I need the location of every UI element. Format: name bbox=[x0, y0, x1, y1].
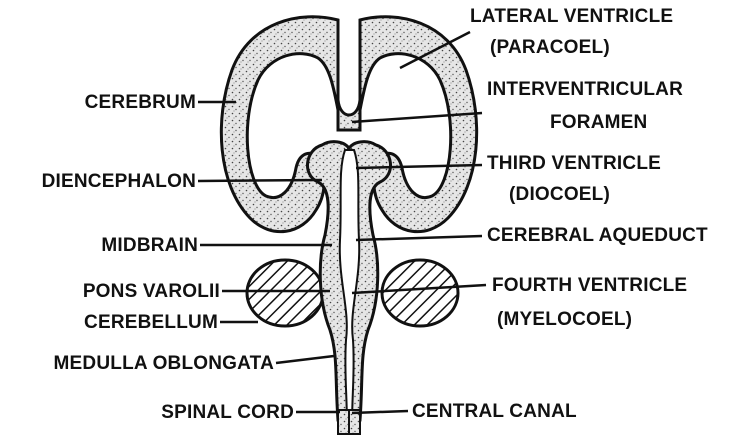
label-foramen: FORAMEN bbox=[550, 113, 647, 132]
right-cerebral-hemisphere bbox=[360, 17, 477, 232]
interventricular-bridge bbox=[338, 100, 360, 130]
label-cerebrum: CEREBRUM bbox=[85, 93, 196, 112]
label-lateral-ventricle: LATERAL VENTRICLE bbox=[470, 7, 673, 26]
label-central-canal: CENTRAL CANAL bbox=[412, 402, 577, 421]
label-cerebellum: CEREBELLUM bbox=[84, 313, 218, 332]
label-paracoel: (PARACOEL) bbox=[490, 38, 610, 57]
label-fourth-ventricle: FOURTH VENTRICLE bbox=[492, 276, 687, 295]
cerebellum-left-lobe bbox=[247, 260, 323, 326]
label-interventricular: INTERVENTRICULAR bbox=[487, 80, 683, 99]
label-myelocoel: (MYELOCOEL) bbox=[497, 310, 632, 329]
left-cerebral-hemisphere bbox=[221, 17, 338, 232]
label-cerebral-aqueduct: CEREBRAL AQUEDUCT bbox=[487, 226, 708, 245]
label-midbrain: MIDBRAIN bbox=[101, 236, 198, 255]
label-pons-varolii: PONS VAROLII bbox=[83, 282, 220, 301]
leader-diencephalon bbox=[198, 180, 322, 181]
leader-medulla bbox=[276, 356, 334, 363]
cerebellum-right-lobe bbox=[382, 260, 458, 326]
label-diocoel: (DIOCOEL) bbox=[509, 185, 610, 204]
label-medulla-oblongata: MEDULLA OBLONGATA bbox=[54, 354, 274, 373]
label-diencephalon: DIENCEPHALON bbox=[42, 172, 196, 191]
label-third-ventricle: THIRD VENTRICLE bbox=[487, 154, 661, 173]
label-spinal-cord: SPINAL CORD bbox=[161, 403, 294, 422]
